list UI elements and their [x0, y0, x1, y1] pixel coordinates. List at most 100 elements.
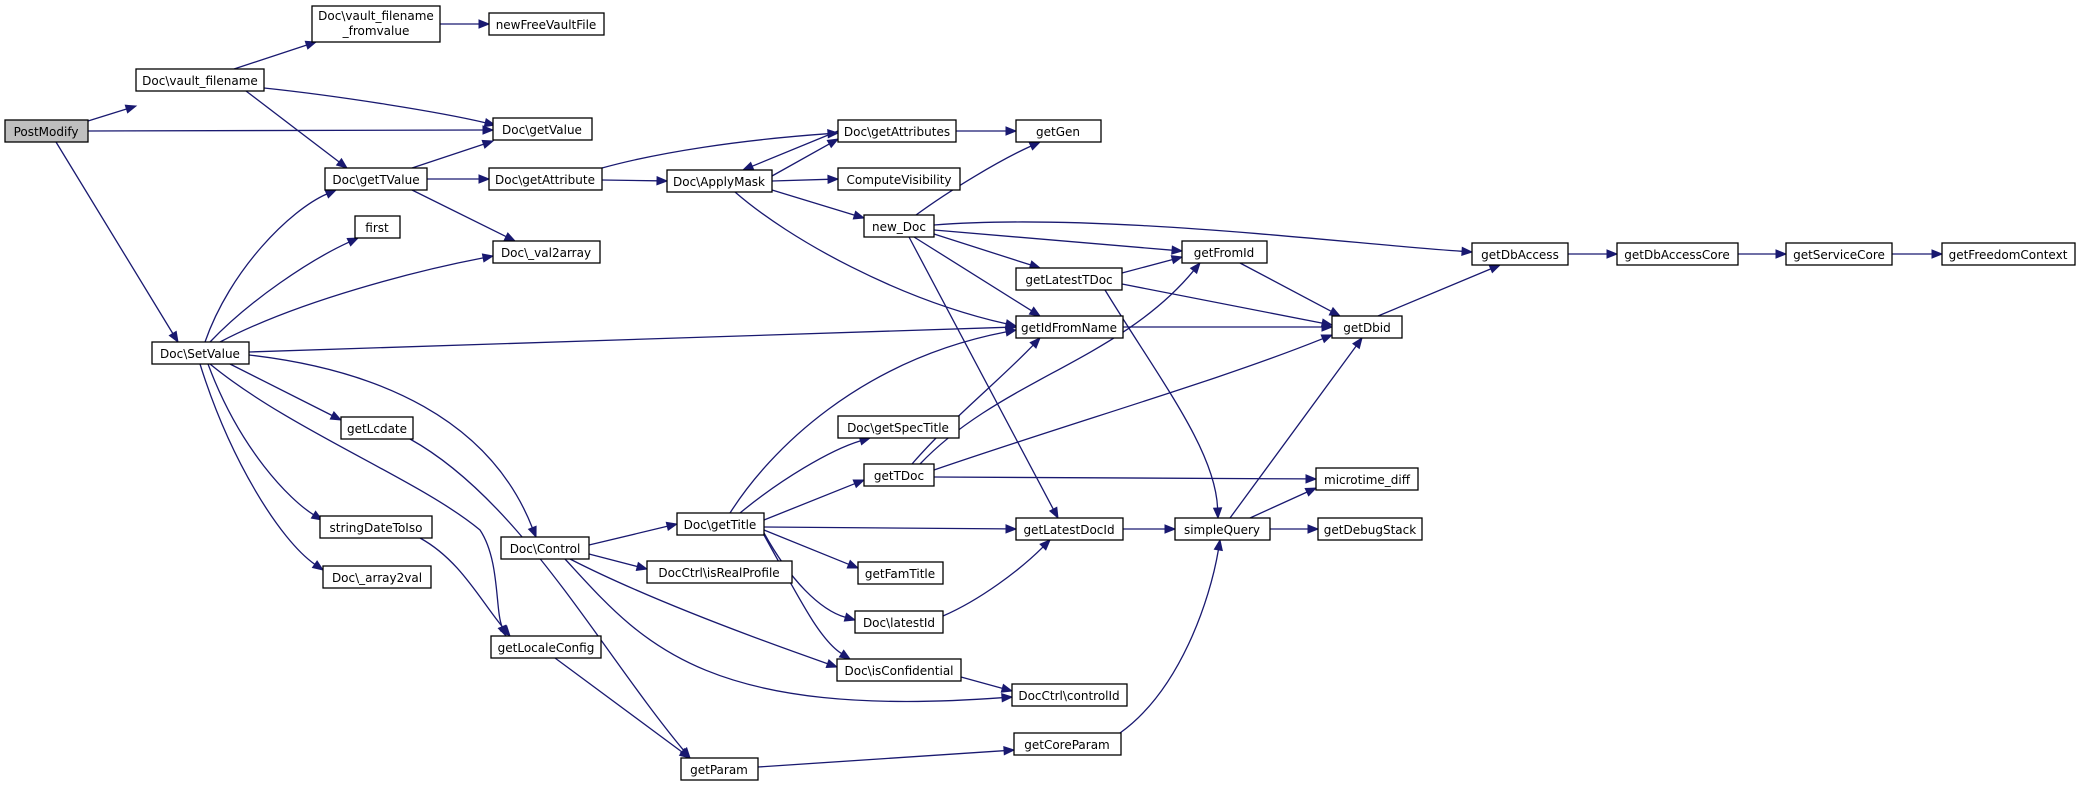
arrowhead: [1164, 524, 1177, 534]
edge-vault-fromvalue: [233, 40, 318, 70]
arrowhead: [1028, 306, 1042, 317]
edge-setvalue-getlocaleconfig: [209, 363, 507, 638]
node-label: ComputeVisibility: [846, 173, 951, 187]
arrowhead: [311, 560, 325, 571]
node-getattribute[interactable]: Doc\getAttribute: [488, 167, 603, 191]
edge-getfromid-getdbid: [1239, 262, 1342, 317]
node-postmodify[interactable]: PostModify: [4, 119, 89, 143]
arrowhead: [1171, 245, 1184, 255]
edge-gettitle-getfamtitle: [763, 529, 860, 569]
arrowhead: [635, 561, 649, 571]
arrowhead: [665, 521, 679, 532]
node-gettdoc[interactable]: getTDoc: [863, 463, 935, 487]
edge-line: [763, 529, 849, 565]
node-controlid[interactable]: DocCtrl\controlId: [1011, 683, 1128, 707]
node-label: getDbAccessCore: [1624, 248, 1729, 262]
edge-getlatesttdoc-getdbid: [1121, 283, 1334, 328]
arrowhead: [1931, 249, 1944, 259]
node-newfreevaultfile[interactable]: newFreeVaultFile: [488, 12, 605, 36]
node-getdbaccesscore[interactable]: getDbAccessCore: [1616, 242, 1739, 266]
node-getlocaleconfig[interactable]: getLocaleConfig: [490, 635, 602, 659]
edge-gettdoc-getfromid: [919, 261, 1201, 465]
node-vault-filename-fromvalue[interactable]: Doc\vault_filename _fromvalue: [311, 5, 441, 43]
edge-newdoc-getfromid: [933, 229, 1184, 255]
arrowhead: [324, 189, 338, 199]
edge-line: [411, 189, 507, 238]
node-getattributes[interactable]: Doc\getAttributes: [837, 119, 957, 143]
arrowhead: [1775, 249, 1788, 259]
node-new-doc[interactable]: new_Doc: [863, 214, 935, 238]
edge-line: [1121, 258, 1173, 274]
arrowhead: [499, 624, 511, 638]
node-label: simpleQuery: [1184, 523, 1260, 537]
node-first[interactable]: first: [354, 215, 401, 239]
node-setvalue[interactable]: Doc\SetValue: [151, 341, 250, 365]
edge-line: [915, 145, 1032, 216]
edge-line: [233, 44, 307, 70]
edge-line: [933, 229, 1173, 251]
node-getdebugstack[interactable]: getDebugStack: [1317, 517, 1423, 541]
node-getlatesttdoc[interactable]: getLatestTDoc: [1015, 267, 1123, 291]
node-getparam[interactable]: getParam: [680, 757, 759, 781]
node-simplequery[interactable]: simpleQuery: [1174, 517, 1271, 541]
edge-latestid-getlatestdocid: [942, 539, 1051, 617]
node-label: getCoreParam: [1024, 738, 1110, 752]
arrowhead: [1328, 306, 1342, 317]
edge-line: [601, 133, 829, 169]
arrowhead: [478, 174, 491, 184]
node-label: getServiceCore: [1793, 248, 1885, 262]
node-stringdatetoiso[interactable]: stringDateToIso: [319, 515, 433, 539]
node-getlatestdocid[interactable]: getLatestDocId: [1015, 517, 1124, 541]
node-applymask[interactable]: Doc\ApplyMask: [666, 169, 773, 193]
node-getdbaccess[interactable]: getDbAccess: [1471, 242, 1569, 266]
edge-getidfromname-getdbid: [1123, 322, 1334, 332]
node-gettvalue[interactable]: Doc\getTValue: [324, 167, 428, 191]
node-getgen[interactable]: getGen: [1015, 119, 1102, 143]
node-label: Doc\isConfidential: [844, 664, 953, 678]
arrowhead: [827, 174, 840, 185]
node-getspectitle[interactable]: Doc\getSpecTitle: [837, 415, 960, 439]
node-getvalue[interactable]: Doc\getValue: [492, 117, 593, 141]
edge-newdoc-getidfromname: [913, 236, 1042, 317]
edge-gettitle-getlatestdocid: [763, 524, 1018, 534]
node-getservicecore[interactable]: getServiceCore: [1785, 242, 1893, 266]
node-getidfromname[interactable]: getIdFromName: [1015, 315, 1124, 339]
edge-simplequery-getdbid: [1229, 336, 1363, 519]
edge-getlocaleconfig-getparam: [554, 657, 692, 759]
node-label: getLatestTDoc: [1025, 273, 1112, 287]
edge-line: [763, 534, 842, 655]
node-latestid[interactable]: Doc\latestId: [854, 610, 944, 634]
edge-setvalue-stringdate: [207, 363, 324, 521]
node-gettitle[interactable]: Doc\getTitle: [676, 512, 765, 536]
node-getcoreparam[interactable]: getCoreParam: [1013, 732, 1122, 756]
edge-getlatesttdoc-getfromid: [1121, 255, 1184, 274]
node-label: getFamTitle: [865, 567, 935, 581]
node-label: newFreeVaultFile: [496, 18, 597, 32]
arrowhead: [1321, 322, 1334, 332]
node-val2array[interactable]: Doc\_val2array: [492, 240, 601, 264]
node-getfreedomcontext[interactable]: getFreedomContext: [1941, 242, 2076, 266]
edge-applymask-newdoc: [771, 189, 866, 220]
node-control[interactable]: Doc\Control: [500, 536, 590, 560]
node-label: getGen: [1036, 125, 1080, 139]
node-label: Doc\vault_filename: [142, 74, 258, 88]
node-isrealprofile[interactable]: DocCtrl\isRealProfile: [646, 560, 793, 584]
node-microtime-diff[interactable]: microtime_diff: [1315, 467, 1419, 491]
node-getfamtitle[interactable]: getFamTitle: [857, 561, 944, 585]
node-computevisibility[interactable]: ComputeVisibility: [837, 167, 961, 191]
edge-gettitle-gettdoc: [763, 479, 866, 521]
node-getdbid[interactable]: getDbid: [1331, 315, 1403, 339]
node-label: Doc\getAttributes: [844, 125, 950, 139]
node-getlcdate[interactable]: getLcdate: [340, 416, 414, 440]
edge-setvalue-first: [209, 237, 360, 343]
edge-getattribute-applymask: [601, 176, 669, 186]
arrowhead: [846, 559, 860, 569]
node-isconfidential[interactable]: Doc\isConfidential: [836, 658, 962, 682]
arrowhead: [483, 117, 497, 128]
node-getfromid[interactable]: getFromId: [1181, 240, 1268, 264]
node-array2val[interactable]: Doc\_array2val: [322, 565, 432, 589]
edge-line: [207, 363, 314, 516]
node-vault-filename[interactable]: Doc\vault_filename: [135, 68, 265, 92]
edge-line: [409, 438, 685, 751]
